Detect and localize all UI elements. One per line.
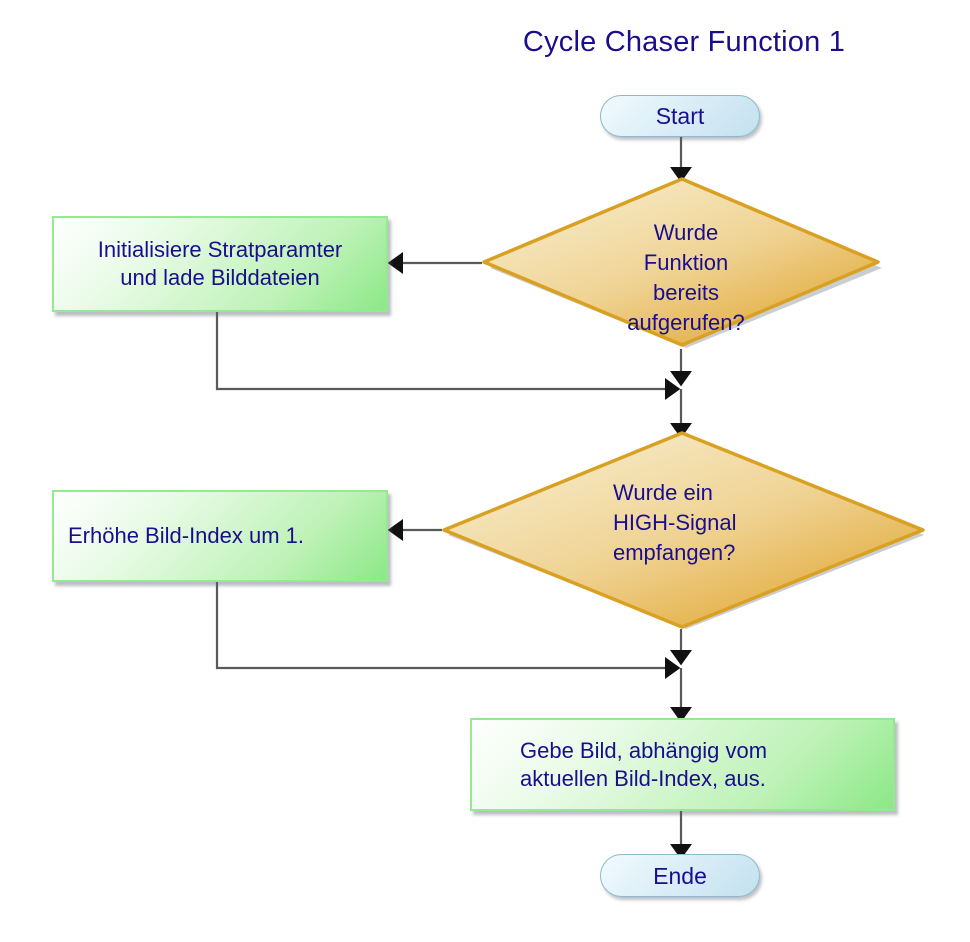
decision-diamond-shape: [482, 177, 882, 348]
node-decision-high[interactable]: Wurde ein HIGH-Signal empfangen?: [441, 430, 927, 632]
page-title: Cycle Chaser Function 1: [522, 26, 846, 58]
node-output-process[interactable]: Gebe Bild, abhängig vom aktuellen Bild-I…: [470, 718, 895, 811]
node-decision-called-label: Wurde Funktion bereits aufgerufen?: [627, 220, 745, 335]
node-decision-called[interactable]: Wurde Funktion bereits aufgerufen?: [481, 176, 885, 352]
node-increment-process-label: Erhöhe Bild-Index um 1.: [68, 523, 305, 548]
node-init-process-label: Initialisiere Stratparamter und lade Bil…: [97, 237, 343, 290]
node-end-label: Ende: [653, 862, 707, 889]
node-end[interactable]: Ende: [600, 854, 760, 897]
node-increment-process[interactable]: Erhöhe Bild-Index um 1.: [52, 490, 388, 582]
decision-diamond-shape: [442, 431, 925, 629]
node-start-label: Start: [655, 103, 705, 129]
node-init-process[interactable]: Initialisiere Stratparamter und lade Bil…: [52, 216, 388, 312]
node-start[interactable]: Start: [600, 95, 760, 137]
node-output-process-label: Gebe Bild, abhängig vom aktuellen Bild-I…: [520, 737, 768, 791]
node-decision-high-label: Wurde ein HIGH-Signal empfangen?: [613, 480, 737, 565]
